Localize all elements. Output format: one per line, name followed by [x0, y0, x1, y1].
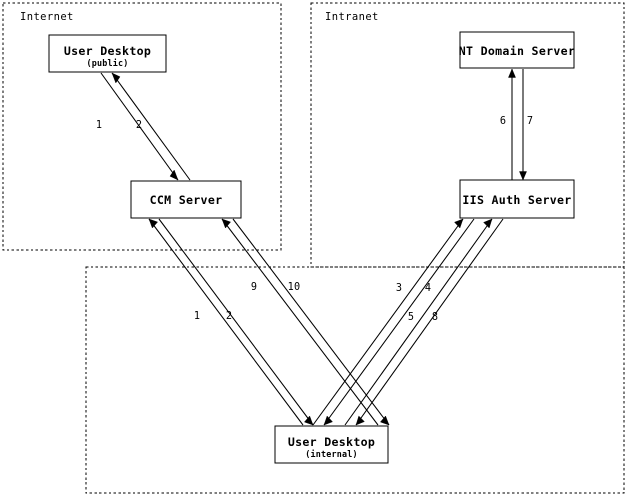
node-box-ccm-server[interactable] [130, 180, 242, 219]
step-label-10: 10 [288, 282, 301, 293]
step-label-1-internal: 1 [194, 311, 200, 322]
step-label-6: 6 [500, 116, 506, 127]
step-label-5: 5 [408, 312, 414, 323]
step-label-3: 3 [396, 283, 402, 294]
node-box-nt-domain-server[interactable] [459, 31, 575, 69]
step-label-8: 8 [432, 312, 438, 323]
node-title-ccm-server: CCM Server [150, 193, 223, 207]
flow-line-1-public [100, 72, 179, 181]
zone-internet-boundary [2, 2, 282, 251]
step-label-9: 9 [251, 282, 257, 293]
nodes-group: User Desktop (public) CCM Server NT Doma… [48, 31, 575, 464]
flow-line-8 [355, 218, 504, 426]
node-title-nt-domain-server: NT Domain Server [459, 44, 575, 58]
node-nt-domain-server[interactable]: NT Domain Server [459, 31, 575, 69]
node-title-user-desktop-internal: User Desktop [288, 435, 375, 449]
zone-label-internet: Internet [20, 11, 74, 23]
node-user-desktop-internal[interactable]: User Desktop (internal) [274, 425, 389, 464]
flow-line-2-internal [158, 218, 314, 426]
flow-line-4 [323, 218, 475, 426]
node-title-user-desktop-public: User Desktop [64, 44, 151, 58]
node-iis-auth-server[interactable]: IIS Auth Server [459, 179, 575, 219]
flow-line-10 [232, 218, 390, 426]
step-label-2-internal: 2 [226, 311, 232, 322]
flow-line-6 [508, 68, 516, 180]
flow-line-7 [519, 69, 527, 181]
flow-line-5 [344, 218, 493, 426]
node-box-iis-auth-server[interactable] [459, 179, 575, 219]
node-ccm-server[interactable]: CCM Server [130, 180, 242, 219]
zone-internal-boundary [85, 266, 625, 494]
step-label-4: 4 [425, 283, 431, 294]
step-labels-group: 1 2 6 7 1 2 9 10 3 4 5 8 [96, 116, 533, 323]
node-subtitle-user-desktop-internal: (internal) [305, 449, 357, 459]
step-label-2-public: 2 [136, 120, 142, 131]
zone-label-intranet: Intranet [325, 11, 379, 23]
step-label-7: 7 [527, 116, 533, 127]
step-label-1-public: 1 [96, 120, 102, 131]
node-title-iis-auth-server: IIS Auth Server [462, 193, 571, 207]
node-subtitle-user-desktop-public: (public) [87, 58, 129, 68]
node-user-desktop-public[interactable]: User Desktop (public) [48, 34, 167, 73]
flow-line-9 [221, 218, 379, 426]
flow-lines-group [100, 68, 527, 426]
flow-line-3 [312, 218, 464, 426]
node-box-user-desktop-public[interactable] [48, 34, 167, 73]
flow-line-2-public [111, 72, 191, 181]
node-box-user-desktop-internal[interactable] [274, 425, 389, 464]
flow-line-1-internal [148, 218, 304, 426]
